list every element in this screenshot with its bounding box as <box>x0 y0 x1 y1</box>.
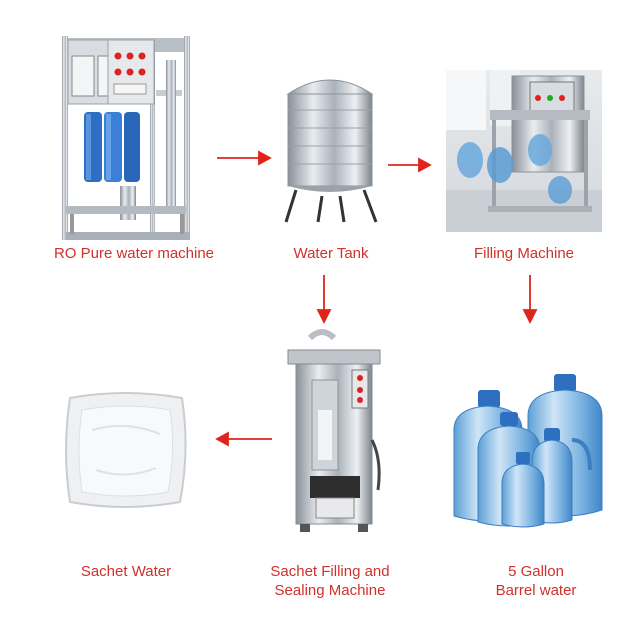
water-tank-label-text: Water Tank <box>293 245 369 262</box>
water-bottles-icon <box>453 374 603 528</box>
barrel-water-label-line1: 5 Gallon <box>508 563 564 580</box>
arrow-filling-to-barrel <box>522 275 538 325</box>
sachet-machine-label: Sachet Filling and Sealing Machine <box>252 562 408 600</box>
water-tank-label: Water Tank <box>276 244 386 263</box>
sachet-water-label: Sachet Water <box>66 562 186 581</box>
filling-machine-label-text: Filling Machine <box>473 245 575 262</box>
ro-machine-label: RO Pure water machine <box>38 244 230 263</box>
sachet-bag-icon <box>65 392 187 508</box>
arrow-sachet-machine-to-sachet <box>215 431 272 447</box>
arrow-tank-to-sachet-machine <box>316 275 332 325</box>
sachet-machine-icon <box>287 329 381 532</box>
barrel-water-label-line2: Barrel water <box>495 582 577 599</box>
water-tank-icon <box>284 79 378 223</box>
sachet-machine-label-line1: Sachet Filling and <box>270 563 390 580</box>
arrow-ro-to-tank <box>217 150 272 166</box>
ro-machine-icon <box>62 36 190 240</box>
filling-machine-icon <box>446 70 602 232</box>
barrel-water-label: 5 Gallon Barrel water <box>476 562 596 600</box>
filling-machine-label: Filling Machine <box>456 244 592 263</box>
sachet-machine-label-line2: Sealing Machine <box>274 582 386 599</box>
ro-machine-label-text: RO Pure water machine <box>53 245 215 262</box>
arrow-tank-to-filling <box>388 157 432 173</box>
sachet-water-label-text: Sachet Water <box>80 563 172 580</box>
